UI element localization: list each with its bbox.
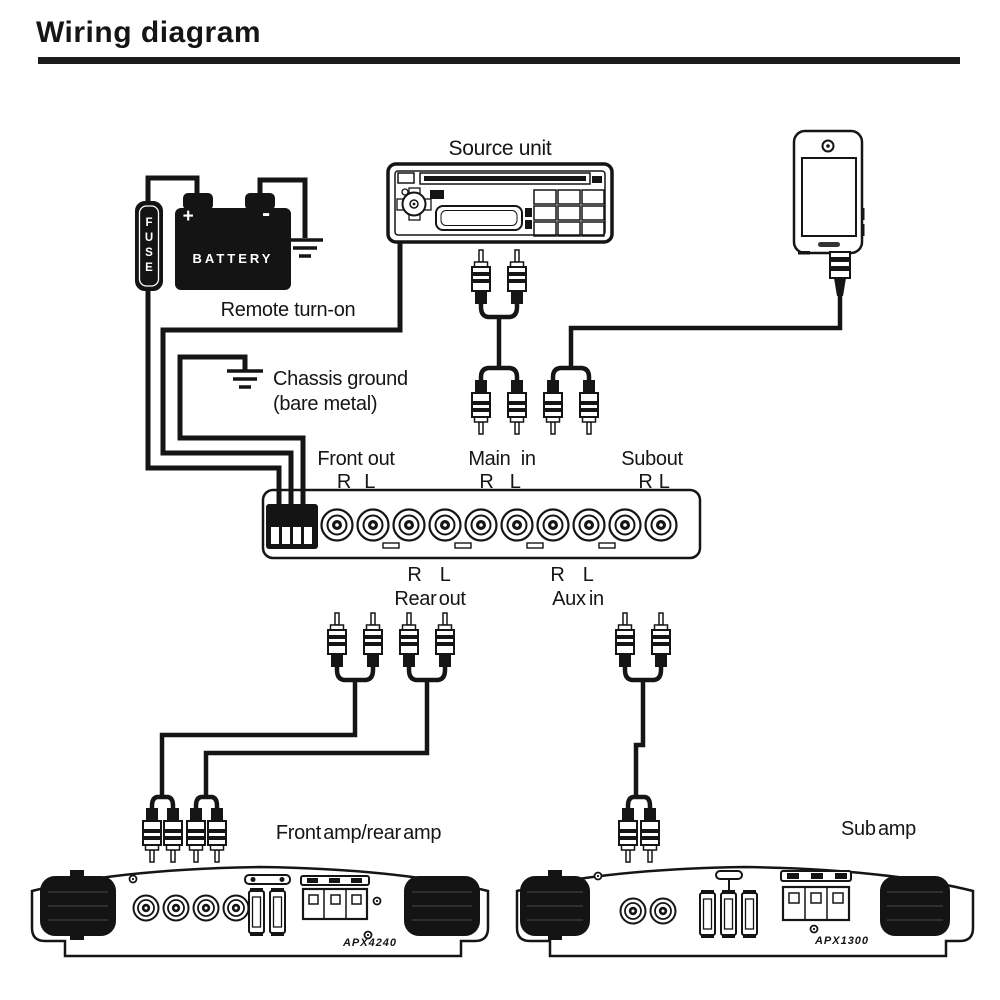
crossover-panel (261, 488, 702, 560)
phone (792, 129, 865, 255)
fuse (135, 201, 163, 291)
subamp-fuse-3 (741, 889, 758, 939)
rear-out-label: Rear out (394, 588, 466, 610)
jack-rear-out-r (392, 508, 426, 542)
sub-out-label: Subout (621, 448, 683, 470)
chassis-ground-wire (177, 354, 306, 516)
amp-in-plug-4 (207, 807, 227, 863)
jack-aux-in-l (572, 508, 606, 542)
main-in-label: Main in (468, 448, 536, 470)
jack-front-out-l (356, 508, 390, 542)
remote-turn-on-label: Remote turn-on (220, 299, 356, 321)
jack-sub-out-r (608, 508, 642, 542)
jack-front-out-r (320, 508, 354, 542)
rear-out-plug-l (435, 612, 455, 668)
sub-out-cable (615, 612, 671, 863)
sub-out-plug-l (651, 612, 671, 668)
subamp-power-terminal (780, 870, 852, 922)
source-unit (386, 162, 614, 244)
subamp-heatsink-right (880, 876, 950, 936)
phone-screen (801, 157, 857, 237)
main-in-rl: R L (479, 471, 521, 493)
source-eject-button (397, 172, 415, 184)
amp-rca-2 (162, 894, 190, 922)
jack-aux-in-r (536, 508, 570, 542)
front-out-cable (142, 612, 383, 863)
source-display (435, 205, 523, 231)
jack-main-in-r (464, 508, 498, 542)
subamp-heatsink-left (520, 876, 590, 936)
main-in-plug-l (507, 379, 527, 435)
front-out-label: Front out (317, 448, 395, 470)
aux-in-plug-r (543, 379, 563, 435)
chassis-ground-sublabel: (bare metal) (273, 393, 378, 415)
source-button-grid (533, 189, 605, 237)
subamp-rca-2 (649, 897, 677, 925)
source-plug-l (507, 249, 527, 305)
amp-in-plug-3 (186, 807, 206, 863)
phone-aux-cable (543, 251, 851, 435)
subamp-in-plug-2 (640, 807, 660, 863)
panel-power-connector (266, 504, 318, 549)
subamp-in-plug-1 (618, 807, 638, 863)
battery (175, 193, 291, 290)
source-unit-label: Source unit (448, 137, 552, 160)
remote-turn-on-wire (160, 242, 403, 516)
jack-main-in-l (500, 508, 534, 542)
aux-in-label: Aux in (552, 588, 604, 610)
rear-out-plug-r (399, 612, 419, 668)
amp-rca-1 (132, 894, 160, 922)
jack-sub-out-l (644, 508, 678, 542)
volume-knob (396, 187, 432, 221)
subamp-fuse-2 (720, 889, 737, 939)
sub-out-rl: R L (638, 471, 670, 493)
amp-fuse-1 (248, 887, 265, 937)
chassis-ground-symbol (225, 369, 265, 389)
source-plug-r (471, 249, 491, 305)
amp-in-plug-1 (142, 807, 162, 863)
power-wires (145, 175, 403, 516)
phone-camera (821, 139, 835, 153)
amp-heatsink-left (40, 876, 116, 936)
aux-in-plug-l (579, 379, 599, 435)
front-amp-label: Front amp/rear amp (275, 822, 442, 844)
front-out-rl: R L (336, 471, 376, 493)
rear-out-cable (186, 612, 455, 863)
front-rear-amp (30, 865, 490, 958)
amp-in-plug-2 (163, 807, 183, 863)
page-title: Wiring diagram (36, 16, 262, 49)
front-out-plug-l (363, 612, 383, 668)
amp-heatsink-right (404, 876, 480, 936)
title-underline (38, 57, 960, 64)
amp-fuse-2 (269, 887, 286, 937)
battery-plus-sign: + (182, 206, 194, 227)
rear-out-rl: R L (407, 564, 451, 586)
amp-power-terminal (300, 875, 370, 921)
aux-in-rl: R L (550, 564, 594, 586)
phone-home-button (818, 242, 840, 247)
subamp-fuse-1 (699, 889, 716, 939)
front-amp-model: APX4240 (342, 937, 398, 949)
amp-rca-4 (222, 894, 250, 922)
battery-label: BATTERY (192, 251, 274, 266)
front-out-plug-r (327, 612, 347, 668)
battery-power-wire (145, 286, 282, 516)
fuse-label: FUSE (143, 217, 155, 277)
sub-out-plug-r (615, 612, 635, 668)
sub-amp-model: APX1300 (814, 935, 870, 947)
jack-rear-out-l (428, 508, 462, 542)
amp-rca-3 (192, 894, 220, 922)
sub-amp (515, 865, 975, 958)
battery-ground-wire (257, 177, 308, 238)
chassis-ground-label: Chassis ground (273, 368, 408, 390)
subamp-rca-1 (619, 897, 647, 925)
battery-ground-symbol (285, 238, 325, 258)
main-in-plug-r (471, 379, 491, 435)
sub-amp-label: Sub amp (841, 818, 916, 840)
main-in-cable (471, 249, 527, 435)
battery-minus-sign: - (262, 200, 270, 227)
